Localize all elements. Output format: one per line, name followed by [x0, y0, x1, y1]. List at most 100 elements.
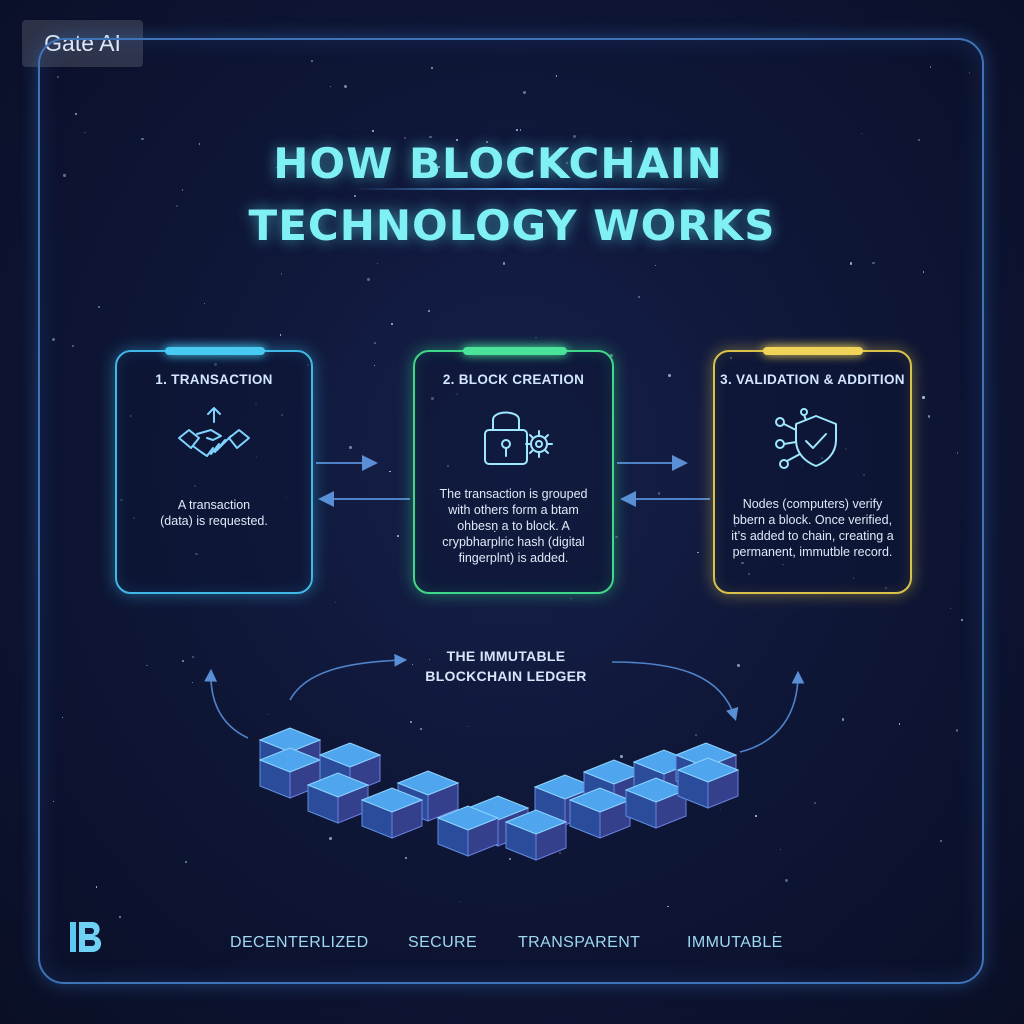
star-dot: [329, 837, 333, 840]
footer-item-decentralized: DECENTERLIZED: [230, 934, 369, 951]
star-dot: [389, 470, 391, 472]
star-dot: [956, 452, 959, 454]
star-dot: [968, 72, 971, 75]
star-dot: [146, 664, 149, 667]
blockchain-b-logo: [70, 922, 102, 952]
star-dot: [486, 141, 488, 143]
star-dot: [568, 681, 570, 683]
star-dot: [697, 551, 700, 554]
star-dot: [329, 85, 332, 88]
title-underline: [352, 188, 712, 190]
star-dot: [588, 176, 591, 178]
star-dot: [175, 204, 179, 208]
card-text-line: Nodes (computers) verify: [742, 497, 883, 511]
shield-check-icon: [774, 408, 837, 469]
title-line-2: TECHNOLOGY WORKS: [248, 201, 776, 250]
star-dot: [373, 365, 375, 367]
star-dot: [141, 137, 144, 140]
star-dot: [960, 618, 963, 622]
star-dot: [638, 295, 641, 299]
lock-gear-icon: [483, 411, 553, 465]
star-dot: [419, 727, 422, 731]
star-dot: [119, 916, 122, 918]
star-dot: [630, 140, 632, 143]
star-dot: [204, 302, 206, 304]
ledger-cube: [436, 805, 500, 857]
star-dot: [519, 129, 522, 131]
star-dot: [96, 886, 98, 888]
ledger-label-line-1: THE IMMUTABLE: [446, 648, 566, 664]
star-dot: [619, 755, 623, 759]
star-dot: [372, 130, 374, 132]
ledger-cube: [624, 777, 688, 829]
star-dot: [72, 344, 75, 347]
star-dot: [784, 878, 788, 882]
feature-footer: DECENTERLIZED SECURE TRANSPARENT IMMUTAB…: [230, 934, 810, 958]
star-dot: [97, 306, 100, 308]
star-dot: [687, 237, 691, 240]
star-dot: [335, 601, 337, 603]
star-dot: [429, 135, 432, 139]
star-dot: [559, 852, 561, 855]
card-text-line: crypbharplric hash (digital: [442, 535, 585, 549]
star-dot: [917, 138, 920, 141]
star-dot: [922, 271, 925, 273]
star-dot: [779, 848, 781, 850]
card-text-line: (data) is requested.: [160, 514, 268, 528]
ledger-label: THE IMMUTABLE BLOCKCHAIN LEDGER: [400, 646, 612, 686]
star-dot: [192, 682, 194, 684]
star-dot: [814, 802, 817, 805]
star-dot: [929, 66, 932, 68]
footer-item-secure: SECURE: [408, 934, 478, 951]
star-dot: [57, 75, 60, 79]
star-dot: [615, 535, 618, 539]
star-dot: [366, 278, 370, 281]
star-dot: [565, 161, 568, 164]
star-dot: [429, 659, 431, 661]
star-dot: [939, 839, 942, 842]
ledger-cube: [676, 757, 740, 809]
card-description: The transaction is grouped with others f…: [425, 486, 602, 566]
main-frame: [38, 38, 984, 984]
star-dot: [927, 415, 931, 418]
star-dot: [344, 85, 347, 88]
star-dot: [377, 262, 379, 264]
page-title: HOW BLOCKCHAIN TECHNOLOGY WORKS: [0, 138, 1024, 252]
star-dot: [405, 857, 407, 859]
star-dot: [279, 334, 282, 336]
star-dot: [467, 726, 469, 728]
card-text-line: with others form a btam: [448, 503, 579, 517]
star-dot: [455, 138, 458, 141]
star-dot: [508, 857, 512, 860]
title-line-1: HOW BLOCKCHAIN: [273, 139, 723, 188]
star-dot: [75, 113, 77, 115]
star-dot: [955, 729, 959, 732]
star-dot: [922, 396, 925, 400]
star-dot: [841, 717, 845, 721]
star-dot: [267, 713, 270, 716]
star-dot: [610, 353, 614, 357]
star-dot: [458, 901, 460, 903]
star-dot: [774, 932, 776, 934]
card-text-line: A transaction: [177, 498, 251, 512]
star-dot: [556, 651, 559, 654]
star-dot: [61, 716, 63, 719]
card-description: Nodes (computers) verify bbern a block. …: [725, 496, 900, 560]
star-dot: [502, 262, 506, 265]
ledger-cube: [568, 787, 632, 839]
star-dot: [280, 273, 283, 276]
card-text-line: bbern a block. Once verified,: [732, 513, 893, 527]
card-title: 1. TRANSACTION: [155, 372, 273, 387]
ledger-cube: [360, 787, 424, 839]
star-dot: [950, 607, 952, 609]
card-text-line: it’s added to chain, creating a: [731, 529, 894, 543]
step-card-validation: 3. VALIDATION & ADDITION Nodes (computer…: [713, 347, 912, 594]
star-dot: [351, 149, 354, 151]
star-dot: [311, 60, 313, 62]
footer-item-immutable: IMMUTABLE: [687, 934, 783, 951]
star-dot: [523, 90, 527, 94]
star-dot: [348, 445, 352, 449]
star-dot: [191, 655, 195, 658]
star-dot: [51, 337, 55, 341]
